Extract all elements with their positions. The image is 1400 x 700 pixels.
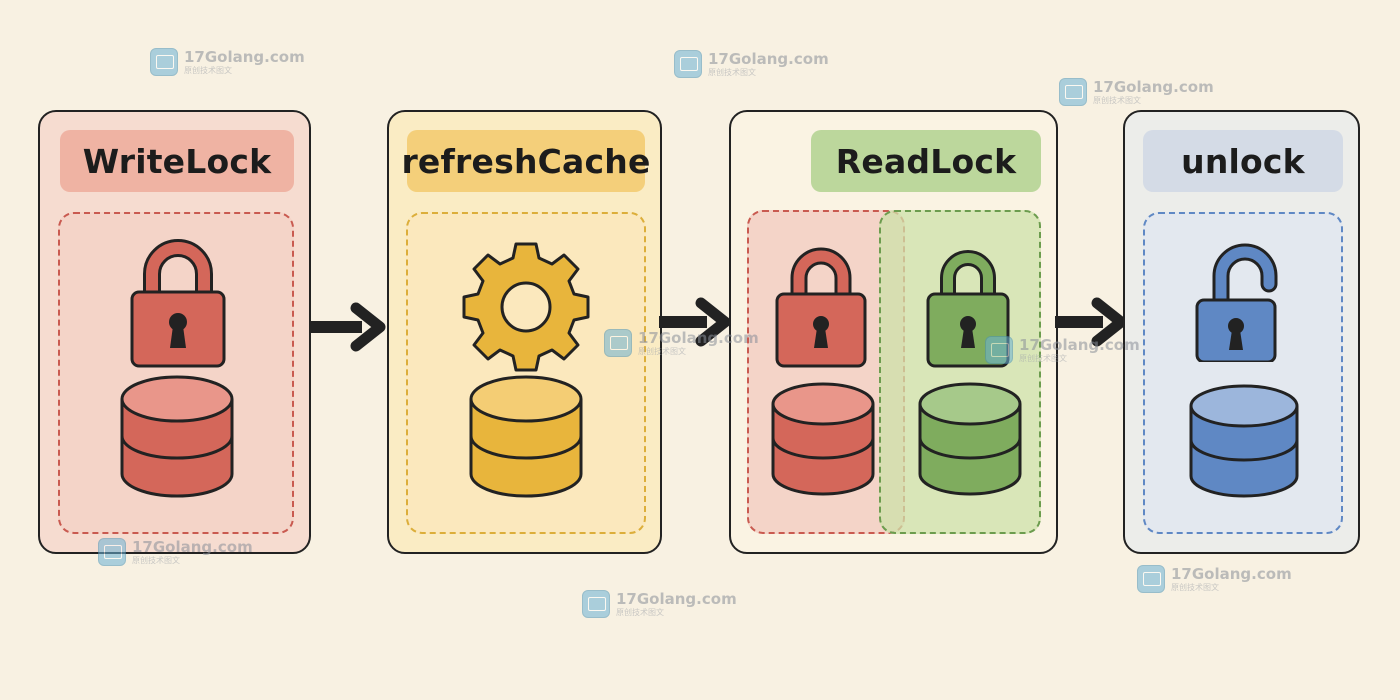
step-writelock-card: WriteLock — [38, 110, 311, 554]
lock-open-icon — [1195, 243, 1278, 362]
database-icon — [771, 382, 875, 496]
watermark-subtext: 原创技术图文 — [1093, 95, 1141, 105]
step-readlock-card: ReadLock — [729, 110, 1058, 554]
watermark-text: 17Golang.com — [132, 537, 253, 556]
watermark-subtext: 原创技术图文 — [1019, 353, 1067, 363]
watermark-logo-icon — [674, 50, 702, 78]
gear-icon — [462, 242, 590, 372]
database-icon — [918, 382, 1022, 496]
watermark-subtext: 原创技术图文 — [708, 67, 756, 77]
lock-closed-icon — [130, 239, 226, 368]
flow-arrow-2 — [659, 297, 731, 347]
step-refreshcache-title: refreshCache — [401, 130, 650, 192]
watermark-subtext: 原创技术图文 — [616, 607, 664, 617]
lock-closed-icon — [775, 247, 867, 368]
watermark-subtext: 原创技术图文 — [638, 346, 686, 356]
step-writelock-title: WriteLock — [60, 130, 294, 192]
watermark-text: 17Golang.com — [184, 47, 305, 66]
watermark-logo-icon — [1137, 565, 1165, 593]
watermark-subtext: 原创技术图文 — [184, 65, 232, 75]
watermark-logo-icon — [1059, 78, 1087, 106]
step-readlock-title: ReadLock — [811, 130, 1041, 192]
watermark-logo-icon — [98, 538, 126, 566]
flow-arrow-3 — [1055, 297, 1127, 347]
step-unlock-title: unlock — [1143, 130, 1343, 192]
watermark-logo-icon — [604, 329, 632, 357]
step-refreshcache-card: refreshCache — [387, 110, 662, 554]
watermark-text: 17Golang.com — [1019, 335, 1140, 354]
watermark-text: 17Golang.com — [1171, 564, 1292, 583]
watermark-text: 17Golang.com — [1093, 77, 1214, 96]
watermark-logo-icon — [582, 590, 610, 618]
database-icon — [120, 375, 234, 498]
watermark-logo-icon — [985, 336, 1013, 364]
watermark-text: 17Golang.com — [708, 49, 829, 68]
database-icon — [469, 375, 583, 498]
watermark-logo-icon — [150, 48, 178, 76]
watermark-subtext: 原创技术图文 — [132, 555, 180, 565]
watermark-text: 17Golang.com — [638, 328, 759, 347]
watermark-subtext: 原创技术图文 — [1171, 582, 1219, 592]
watermark-text: 17Golang.com — [616, 589, 737, 608]
step-unlock-card: unlock — [1123, 110, 1360, 554]
database-icon — [1189, 384, 1299, 498]
flow-arrow-1 — [310, 302, 386, 352]
